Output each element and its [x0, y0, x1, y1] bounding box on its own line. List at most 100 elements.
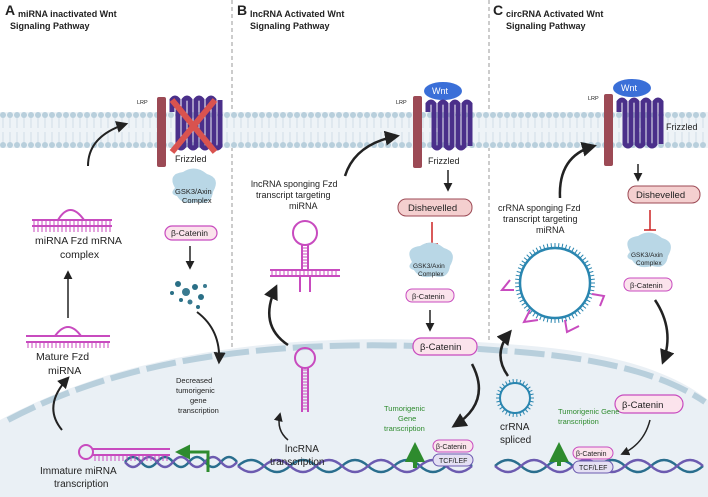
panel-b-sponge-2: transcript targeting	[256, 190, 331, 200]
cross-icon	[169, 98, 218, 154]
lrp-receptor-c	[604, 94, 613, 166]
beta-catenin-dna-pill-c	[572, 446, 614, 460]
panel-c-sponge-3: miRNA	[536, 225, 565, 235]
panel-c-title-1: circRNA Activated Wnt	[506, 9, 603, 19]
panel-a-title-2: Signaling Pathway	[10, 21, 90, 31]
lncrna-hairpin-icon	[294, 347, 316, 412]
panel-a-gsk-1: GSK3/Axin	[175, 187, 212, 196]
beta-catenin-pill-b	[405, 288, 455, 303]
gsk3-axin-blob-b	[409, 242, 453, 278]
panel-c-catenin-small: β-Catenin	[630, 281, 663, 290]
degraded-fragments-icon	[170, 281, 207, 309]
arrow	[496, 329, 512, 377]
tcf-lef-pill-b	[432, 453, 474, 467]
panel-c-dishevelled: Dishevelled	[636, 190, 685, 201]
gsk3-axin-blob-a	[172, 168, 216, 204]
panel-b-tcf: TCF/LEF	[439, 458, 467, 465]
panel-a-gsk-2: Complex	[182, 196, 212, 205]
panel-a-catenin: β-Catenin	[171, 228, 208, 238]
panel-b-gsk-1: GSK3/Axin	[413, 263, 445, 270]
panel-b-gsk-2: Complex	[418, 271, 444, 278]
inhibition-icon	[426, 222, 438, 245]
panel-c-tumor-1: Tumorigenic Gene	[558, 407, 619, 416]
lrp-receptor-b	[413, 96, 422, 168]
panel-b-sponge-3: miRNA	[289, 201, 318, 211]
arrow	[264, 284, 289, 347]
panel-c-spliced-1: crRNA	[500, 422, 530, 433]
panel-b-dishevelled: Dishevelled	[408, 203, 457, 214]
wnt-ligand-c	[613, 79, 651, 97]
panel-a-decreased-3: gene	[190, 396, 207, 405]
dishevelled-pill-c	[627, 185, 701, 204]
beta-catenin-pill-nucleus-c	[614, 394, 684, 414]
panel-c-title-2: Signaling Pathway	[506, 21, 586, 31]
beta-catenin-pill-c	[623, 277, 673, 292]
panel-a-mature-2: miRNA	[48, 365, 81, 377]
beta-catenin-dna-pill-b	[432, 439, 474, 453]
panel-a-lrp-label: LRP	[137, 100, 148, 106]
panel-c-frizzled-label: Frizzled	[666, 122, 698, 132]
gsk3-axin-blob-c	[627, 232, 671, 268]
mature-mirna-icon	[26, 326, 110, 348]
arrow	[52, 376, 70, 431]
arrow	[620, 419, 651, 456]
panel-c-letter: C	[493, 2, 503, 18]
dishevelled-pill-b	[397, 198, 473, 217]
panel-a-immature-1: Immature miRNA	[40, 466, 117, 477]
inhibition-icon	[644, 210, 656, 231]
panel-a-decreased-4: transcription	[178, 406, 219, 415]
lncrna-sponge-icon	[270, 220, 340, 292]
panel-a-complex-2: complex	[60, 249, 100, 261]
panel-b-frizzled-label: Frizzled	[428, 156, 460, 166]
lrp-receptor-a	[157, 97, 166, 167]
panel-c-tcf: TCF/LEF	[579, 465, 607, 472]
panel-a-mature-1: Mature Fzd	[36, 351, 89, 363]
cell-membrane	[0, 112, 708, 148]
panel-c-lrp-label: LRP	[588, 96, 599, 102]
panel-a-decreased-2: tumorigenic	[176, 386, 215, 395]
tcf-lef-pill-c	[572, 460, 614, 474]
green-arrow	[175, 444, 210, 472]
wnt-ligand-b	[424, 82, 462, 100]
panel-b-catenin-nucleus: β-Catenin	[420, 342, 461, 353]
frizzled-receptor-c	[616, 97, 664, 149]
panel-b-lrp-label: LRP	[396, 100, 407, 106]
frizzled-receptor-b	[425, 99, 473, 151]
arrow	[196, 311, 226, 365]
panel-c-gsk-1: GSK3/Axin	[631, 252, 663, 259]
arrow	[653, 299, 675, 365]
panel-b-catenin-small: β-Catenin	[412, 292, 445, 301]
panel-a-frizzled-label: Frizzled	[175, 154, 207, 164]
panel-b-letter: B	[237, 2, 247, 18]
panel-b-title-2: Signaling Pathway	[250, 21, 330, 31]
circrna-spliced-icon	[496, 379, 534, 417]
panel-b-lnc-1: lncRNA	[285, 444, 319, 455]
panel-c-spliced-2: spliced	[500, 435, 531, 446]
beta-catenin-pill-a	[164, 225, 218, 241]
arrow	[273, 412, 289, 441]
panel-b-wnt: Wnt	[432, 86, 449, 96]
arrow	[558, 141, 597, 199]
panel-b-title-1: lncRNA Activated Wnt	[250, 9, 344, 19]
panel-a-decreased-1: Decreased	[176, 376, 212, 385]
panel-b-sponge-1: lncRNA sponging Fzd	[251, 179, 338, 189]
panel-c-sponge-2: transcript targeting	[503, 214, 578, 224]
panel-b-tumor-1: Tumorigenic	[384, 404, 425, 413]
panel-c-catenin-nucleus: β-Catenin	[622, 400, 663, 411]
beta-catenin-pill-nucleus-b	[412, 337, 478, 356]
panel-b-catenin-dna: β-Catenin	[436, 444, 467, 451]
arrow	[343, 130, 400, 177]
panel-a-title-1: miRNA inactivated Wnt	[18, 9, 117, 19]
panel-b-tumor-3: transcription	[384, 424, 425, 433]
panel-c-sponge-1: crRNA sponging Fzd	[498, 203, 581, 213]
panel-a-complex-1: miRNA Fzd mRNA	[35, 235, 122, 247]
mirna-mrna-complex-icon	[32, 209, 112, 232]
panel-c-gsk-2: Complex	[636, 260, 662, 267]
immature-mirna-icon	[78, 444, 170, 461]
panel-b-lnc-2: transcription	[270, 457, 324, 468]
panel-c-catenin-dna: β-Catenin	[576, 451, 607, 458]
panel-c-wnt: Wnt	[621, 83, 638, 93]
panel-b-tumor-2: Gene	[398, 414, 416, 423]
